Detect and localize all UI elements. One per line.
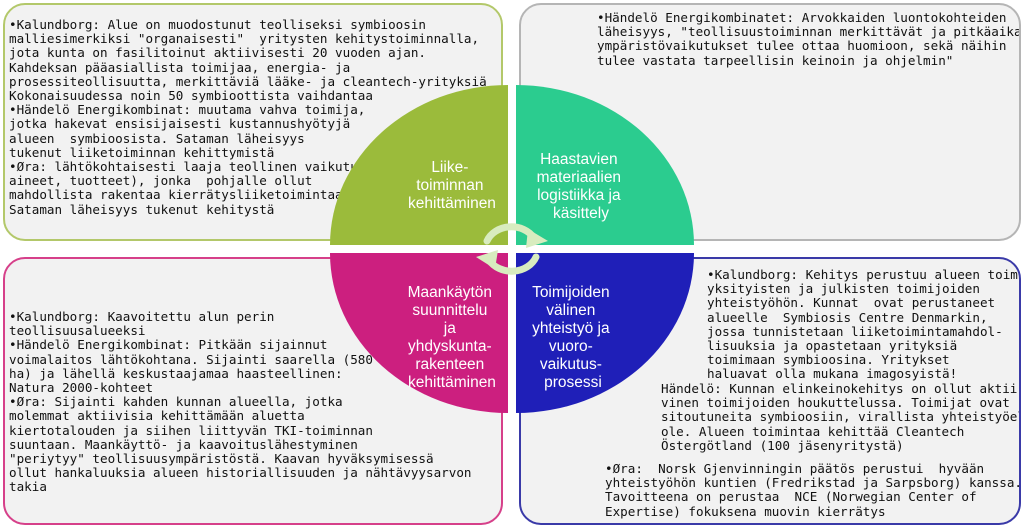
cycle-arrows-icon [476,223,548,275]
panel-material-logistics: •Händelö Energikombinatet: Arvokkaiden l… [519,3,1021,241]
panel-text-kalundborg: •Kalundborg: Kehitys perustuu alueen toi… [707,267,1019,382]
quadrant-bottom-right [516,253,694,413]
quadrant-bottom-left [330,253,508,413]
panel-text: •Kalundborg: Kaavoitettu alun perin teol… [9,309,472,495]
quadrant-label-cooperation: Toimijoiden välinen yhteistyö ja vuoro- … [532,284,614,391]
quadrant-top-right [516,85,694,245]
panel-text-ora: •Øra: Norsk Gjenvinningin päätös perustu… [605,461,1021,519]
quadrant-label-land-use: Maankäytön suunnittelu ja yhdyskunta- ra… [408,284,497,391]
panel-text-handelo: Händelö: Kunnan elinkeinokehitys on ollu… [661,381,1021,453]
quadrant-label-logistics: Haastavien materiaalien logistiikka ja k… [537,151,626,222]
quadrant-label-business: Liike- toiminnan kehittäminen [408,159,496,212]
panel-actor-cooperation: •Kalundborg: Kehitys perustuu alueen toi… [519,257,1021,525]
panel-text: •Händelö Energikombinatet: Arvokkaiden l… [597,10,1021,68]
quadrant-top-left [330,85,508,245]
